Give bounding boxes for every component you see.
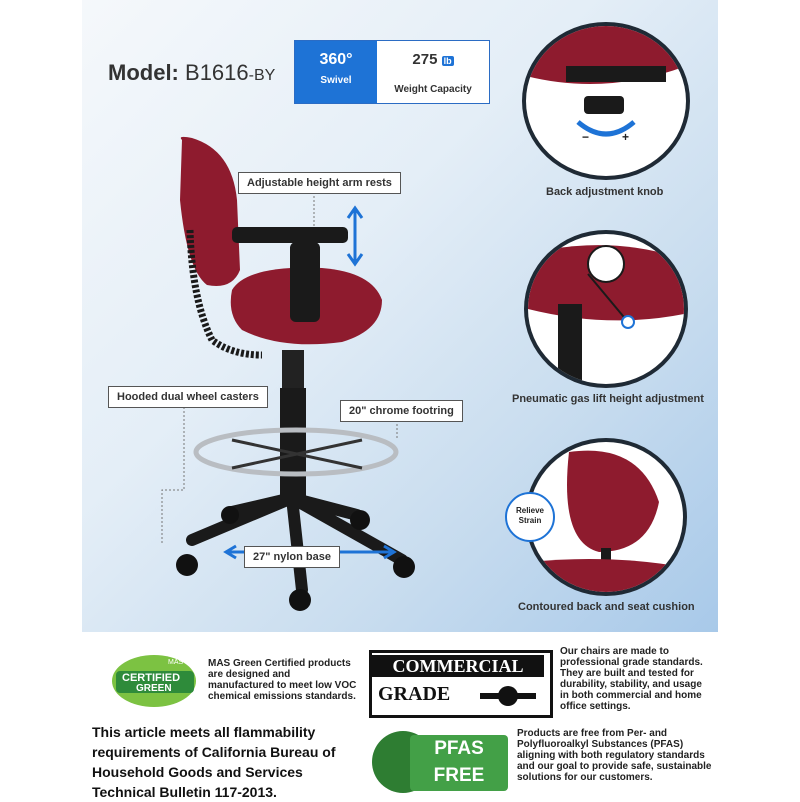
caption-gas-lift: Pneumatic gas lift height adjustment bbox=[512, 393, 704, 405]
model-suffix: -BY bbox=[248, 67, 276, 84]
plus-label: + bbox=[622, 130, 630, 144]
caption-back-knob: Back adjustment knob bbox=[546, 186, 664, 198]
callout-casters: Hooded dual wheel casters bbox=[108, 386, 268, 408]
model-label: Model: bbox=[108, 60, 179, 85]
weight-spec: 275 lb Weight Capacity bbox=[377, 41, 489, 103]
wrench-fist-icon bbox=[480, 686, 536, 706]
swivel-label: Swivel bbox=[320, 75, 352, 86]
model-heading: Model: B1616-BY bbox=[108, 60, 275, 86]
pfas-line2: FREE bbox=[433, 765, 485, 786]
armrest-post bbox=[290, 242, 320, 322]
gas-cylinder bbox=[282, 350, 304, 390]
weight-value: 275 bbox=[412, 51, 438, 68]
flammability-statement: This article meets all flammability requ… bbox=[92, 724, 336, 800]
commercial-description: Our chairs are made to professional grad… bbox=[560, 646, 703, 712]
back-support bbox=[186, 229, 263, 359]
weight-unit: lb bbox=[441, 56, 454, 66]
commercial-grade-logo: COMMERCIAL GRADE bbox=[369, 650, 553, 718]
pfas-free-logo: PFAS FREE bbox=[372, 731, 508, 793]
mas-line3: GREEN bbox=[136, 683, 172, 694]
mas-line2: CERTIFIED bbox=[122, 672, 181, 684]
mas-logo-graphic bbox=[112, 655, 196, 707]
callout-base: 27" nylon base bbox=[244, 546, 340, 568]
commercial-line2: GRADE bbox=[378, 683, 451, 705]
chair-back bbox=[180, 136, 240, 286]
caption-cushion: Contoured back and seat cushion bbox=[518, 601, 695, 613]
gas-lift-illustration bbox=[528, 245, 684, 384]
pfas-description: Products are free from Per- and Polyfluo… bbox=[517, 728, 712, 783]
relieve-strain-label: Relieve Strain bbox=[515, 506, 545, 525]
height-arrow bbox=[346, 205, 364, 267]
nylon-base bbox=[186, 492, 408, 596]
armrest-pad bbox=[232, 227, 348, 243]
back-knob-illustration bbox=[526, 26, 686, 137]
model-number: B1616 bbox=[185, 60, 249, 85]
gas-sleeve bbox=[280, 388, 306, 498]
spec-box: 360° Swivel 275 lb Weight Capacity bbox=[294, 40, 490, 104]
mas-certified-green-logo: MAS CERTIFIED GREEN bbox=[108, 651, 200, 713]
pfas-badge: PFAS FREE bbox=[410, 735, 508, 791]
callout-footring: 20" chrome footring bbox=[340, 400, 463, 422]
chair-illustration bbox=[161, 136, 415, 611]
weight-label: Weight Capacity bbox=[394, 84, 472, 95]
footring bbox=[193, 427, 399, 477]
swivel-spec: 360° Swivel bbox=[295, 41, 377, 103]
relieve-strain-badge: Relieve Strain bbox=[505, 492, 555, 542]
commercial-line1: COMMERCIAL bbox=[372, 655, 544, 677]
mas-description: MAS Green Certified products are designe… bbox=[208, 658, 357, 702]
pfas-line1: PFAS bbox=[434, 738, 484, 759]
detail-back-knob: − + bbox=[522, 22, 690, 180]
mas-line1: MAS bbox=[168, 659, 184, 666]
minus-label: − bbox=[582, 130, 590, 144]
swivel-value: 360° bbox=[319, 51, 353, 68]
detail-gas-lift bbox=[524, 230, 688, 388]
callout-armrests: Adjustable height arm rests bbox=[238, 172, 401, 194]
